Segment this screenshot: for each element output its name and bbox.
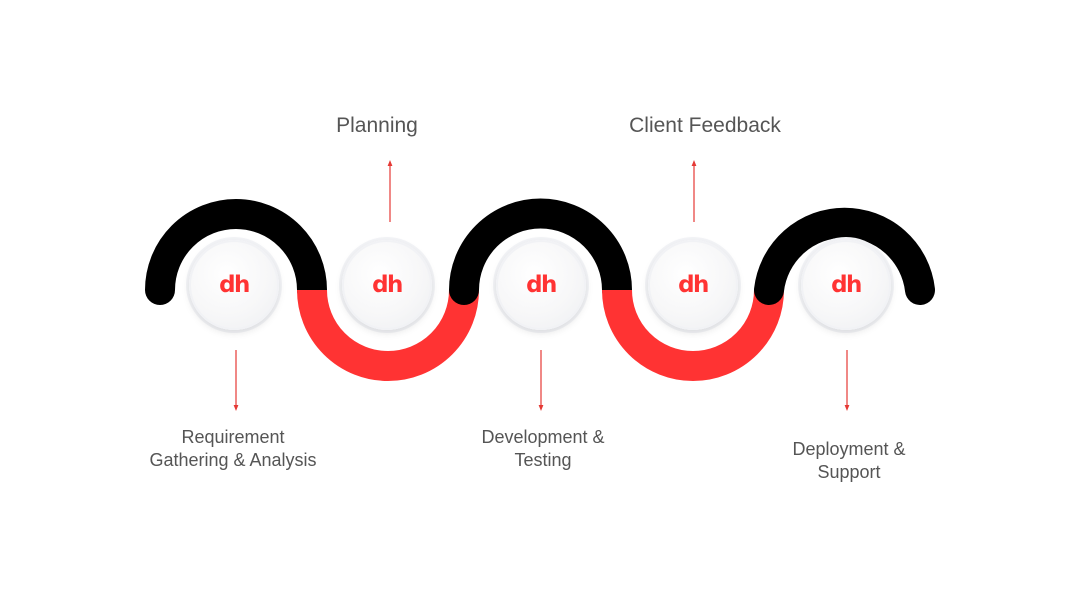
arc-segment-3 bbox=[449, 198, 632, 305]
step-label-line: Gathering & Analysis bbox=[149, 450, 317, 470]
step-node-3: dh bbox=[496, 240, 586, 330]
dh-logo-icon: dh bbox=[526, 272, 557, 298]
step-label-line: Deployment & bbox=[792, 439, 906, 459]
step-label-line: Testing bbox=[514, 450, 572, 470]
arc-segment-5 bbox=[754, 207, 935, 305]
step-node-2: dh bbox=[342, 240, 432, 330]
step-label-line: Planning bbox=[336, 114, 418, 137]
step-label-line: Support bbox=[817, 462, 881, 482]
step-label-line: Client Feedback bbox=[629, 114, 781, 137]
step-label-deployment: Deployment & Support bbox=[729, 438, 969, 484]
step-node-1: dh bbox=[189, 240, 279, 330]
step-node-4: dh bbox=[648, 240, 738, 330]
dh-logo-icon: dh bbox=[372, 272, 403, 298]
step-node-5: dh bbox=[801, 240, 891, 330]
dh-logo-icon: dh bbox=[831, 272, 862, 298]
step-label-line: Requirement bbox=[181, 427, 285, 447]
dh-logo-icon: dh bbox=[219, 272, 250, 298]
arc-segment-4 bbox=[602, 289, 784, 381]
dh-logo-icon: dh bbox=[678, 272, 709, 298]
arc-segment-2 bbox=[297, 289, 479, 381]
arc-segment-1 bbox=[145, 199, 327, 305]
step-label-planning: Planning bbox=[257, 113, 497, 139]
step-label-requirement: Requirement Gathering & Analysis bbox=[113, 426, 353, 472]
step-label-client-feedback: Client Feedback bbox=[585, 113, 825, 139]
step-label-development: Development & Testing bbox=[423, 426, 663, 472]
step-label-line: Development & bbox=[481, 427, 605, 447]
